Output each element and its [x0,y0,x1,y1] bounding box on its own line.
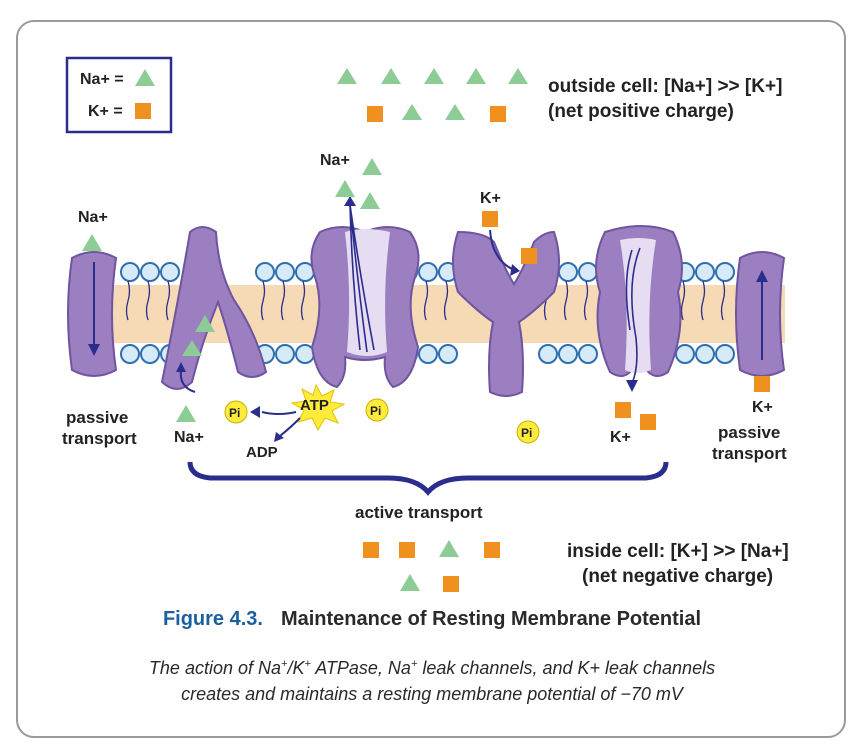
figure-title-text: Maintenance of Resting Membrane Potentia… [280,608,702,630]
atp-label: ATP [300,397,329,414]
passive-right-line1: passive [718,423,780,442]
k-pumped-in-label: K+ [480,190,501,207]
outside-na-ions [337,68,528,120]
na-k-atpase-pump [310,196,420,389]
svg-text:Pi: Pi [370,404,381,418]
outside-k-ions [367,106,506,122]
na-k-atpase-left [160,226,268,393]
membrane-diagram: Na+ = K+ = outside cell: [Na+] >> [K+] (… [62,56,789,592]
k-leak-channel [595,225,683,392]
active-transport-brace [187,461,669,496]
pi-left: Pi [224,400,248,424]
na-pumped-out-ions [335,158,382,209]
figure-title: Figure 4.3. Maintenance of Resting Membra… [20,608,844,631]
figure-desc-line1: The action of Na+/K+ ATPase, Na+ leak ch… [148,658,716,678]
active-transport-label: active transport [355,503,483,522]
passive-left-line1: passive [66,408,128,427]
outside-cell-label: outside cell: [Na+] >> [K+] [548,76,782,97]
passive-right-line2: transport [712,444,787,463]
na-leak-channel [67,234,118,377]
k-right-label: K+ [752,399,773,416]
right-k-leak-channel [735,251,786,392]
outside-charge-label: (net positive charge) [548,101,734,122]
legend-k-label: K+ = [88,103,123,120]
adp-label: ADP [246,444,278,461]
legend-k-square [135,103,151,119]
svg-text:Pi: Pi [229,406,240,420]
atp-starburst [290,383,346,432]
figure-number: Figure 4.3. [162,608,263,630]
pi-middle: Pi [365,398,389,422]
k-inside-channel-label: K+ [610,429,631,446]
legend-na-label: Na+ = [80,71,124,88]
k-import-subunit [452,211,560,397]
figure-card [16,20,846,738]
na-top-left-label: Na+ [78,209,108,226]
legend-na-triangle [135,69,155,86]
na-inside-label: Na+ [174,429,204,446]
na-pumped-out-label: Na+ [320,152,350,169]
legend-box [65,56,173,134]
k-inside-ions [615,402,656,430]
figure-desc-line2: creates and maintains a resting membrane… [181,684,683,704]
pi-inside: Pi [516,420,540,444]
inside-k-ions [363,542,500,592]
figure-description: The action of Na+/K+ ATPase, Na+ leak ch… [20,651,844,707]
passive-left-line2: transport [62,429,137,448]
inside-na-ions [400,540,459,591]
na-inside-triangle [176,405,196,422]
svg-text:Pi: Pi [521,426,532,440]
inside-charge-label: (net negative charge) [582,566,773,587]
inside-cell-label: inside cell: [K+] >> [Na+] [567,541,789,562]
